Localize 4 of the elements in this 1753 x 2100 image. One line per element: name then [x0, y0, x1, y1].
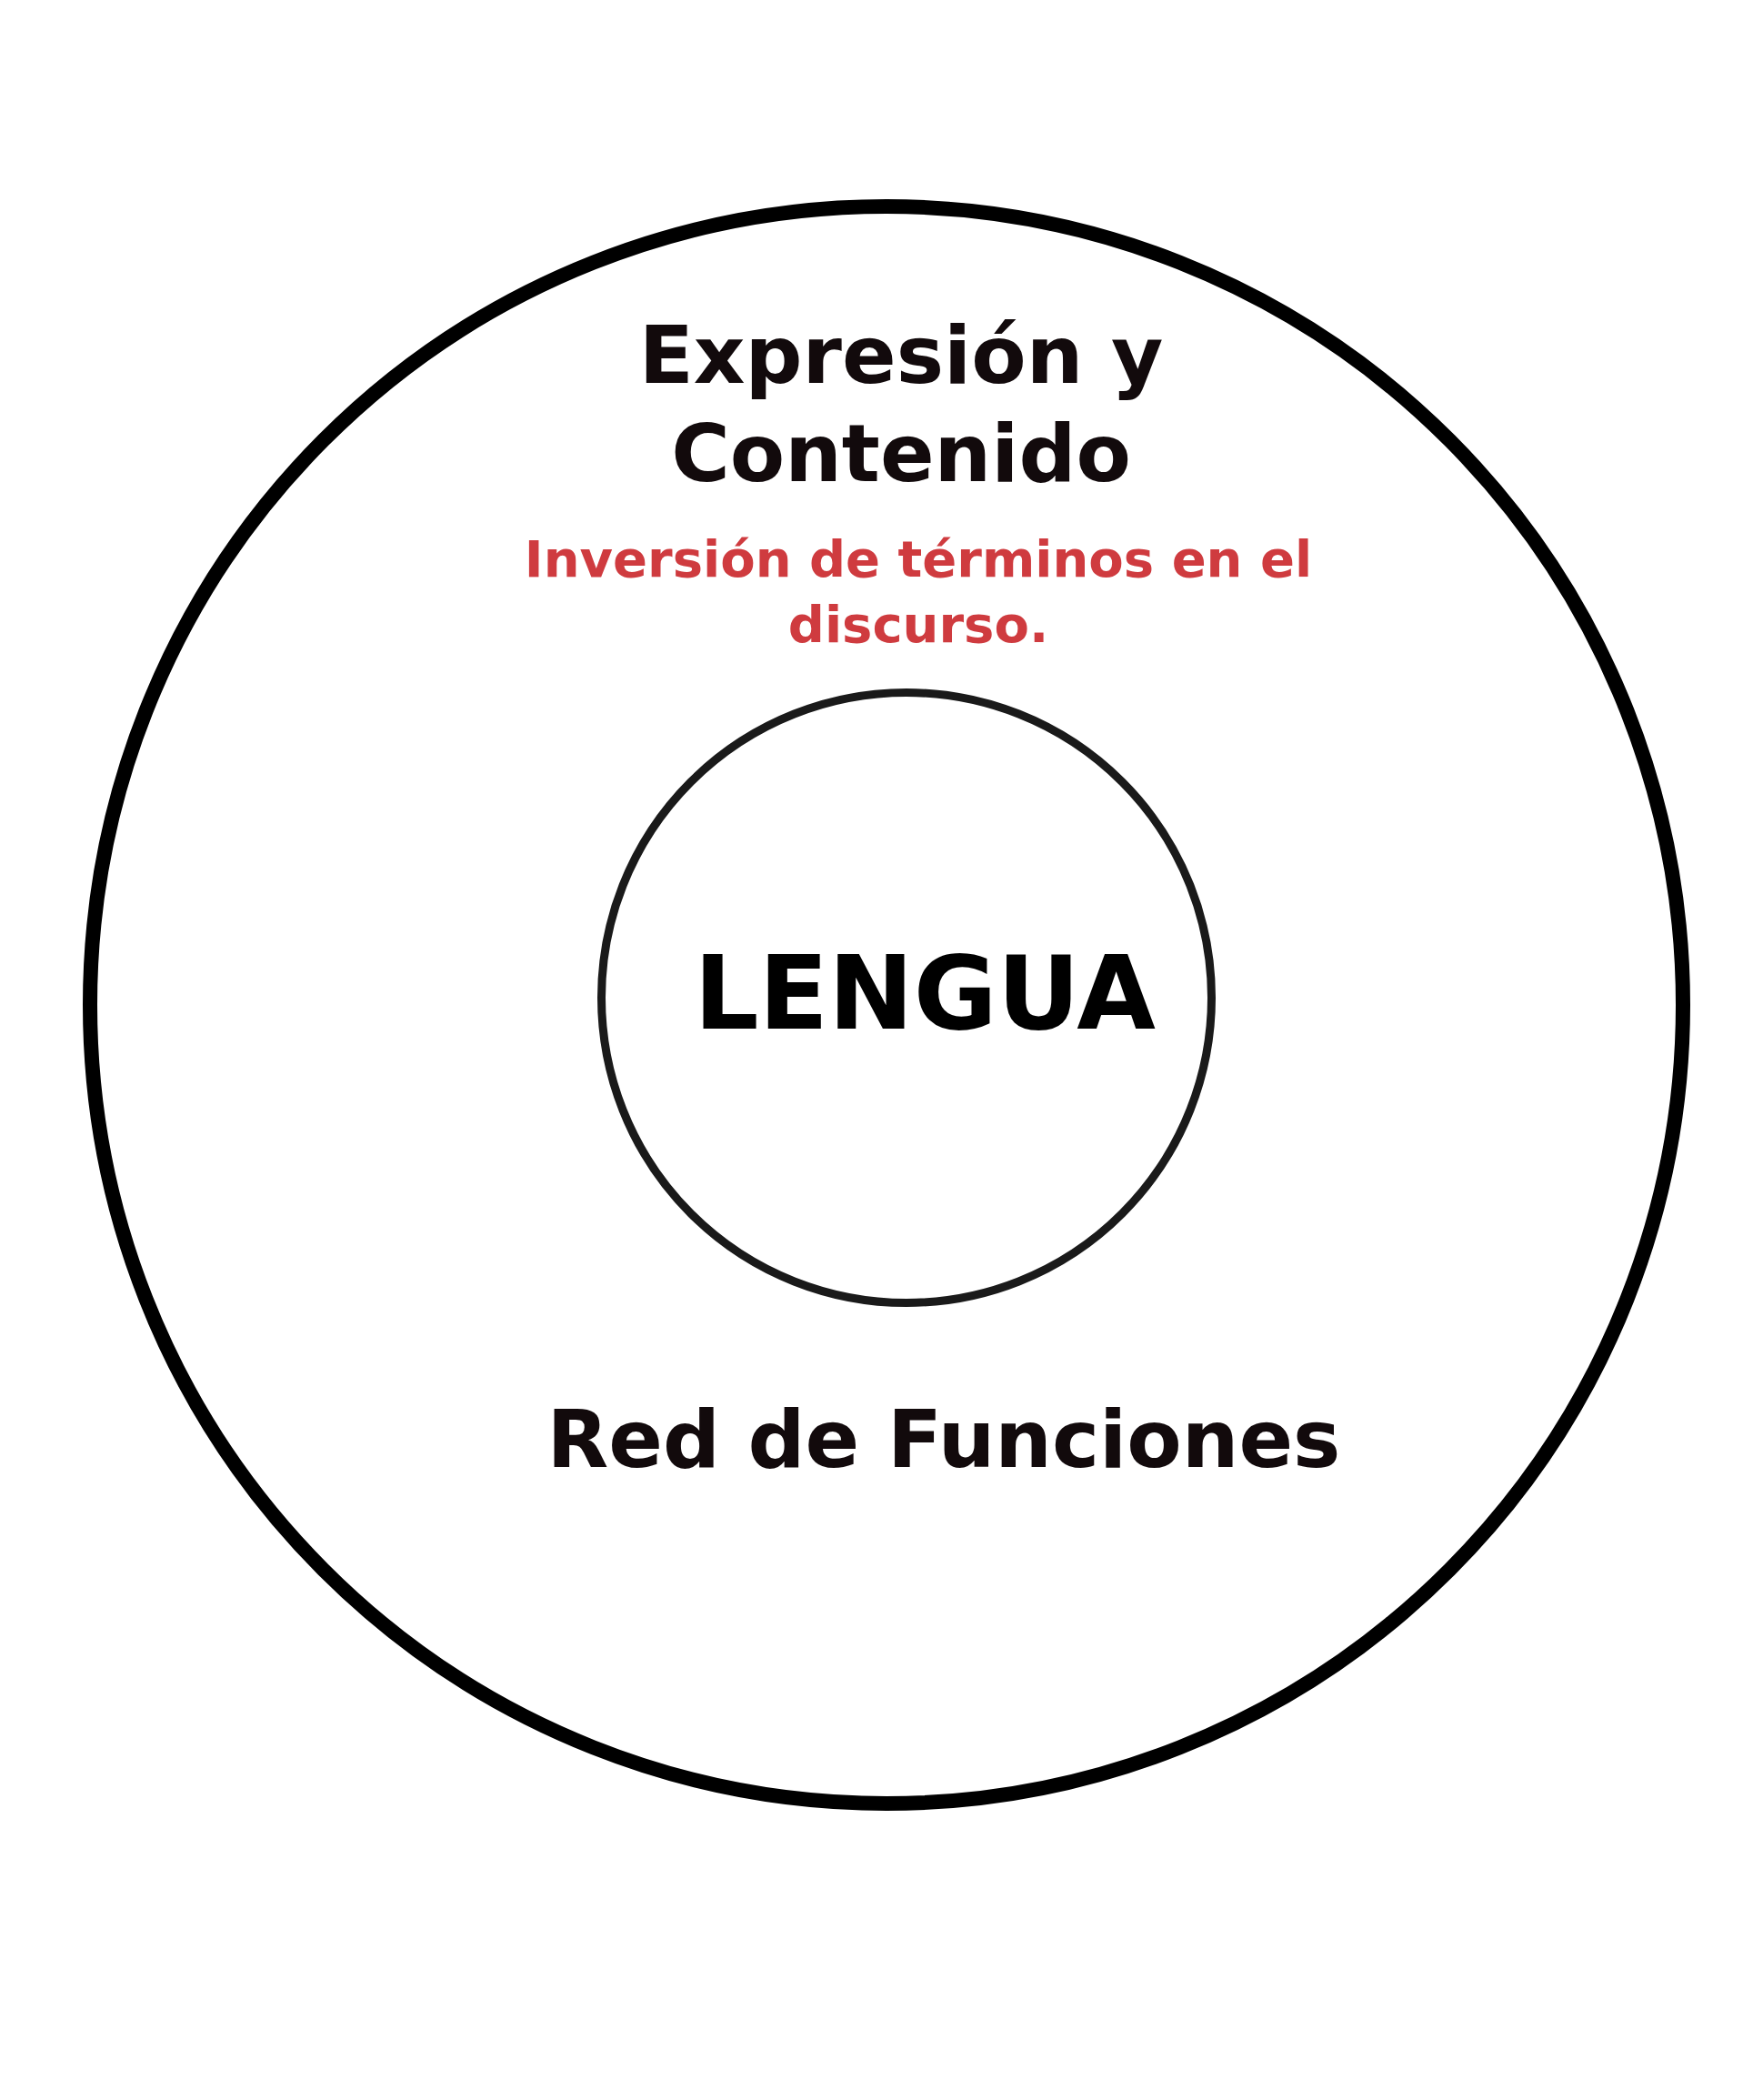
heading-text: Red de Funciones — [546, 1392, 1342, 1488]
heading-text: Expresión y Contenido — [637, 307, 1165, 502]
description-text: Inversión de términos en el discurso. — [523, 528, 1314, 656]
center-label: LENGUA — [693, 934, 1157, 1052]
